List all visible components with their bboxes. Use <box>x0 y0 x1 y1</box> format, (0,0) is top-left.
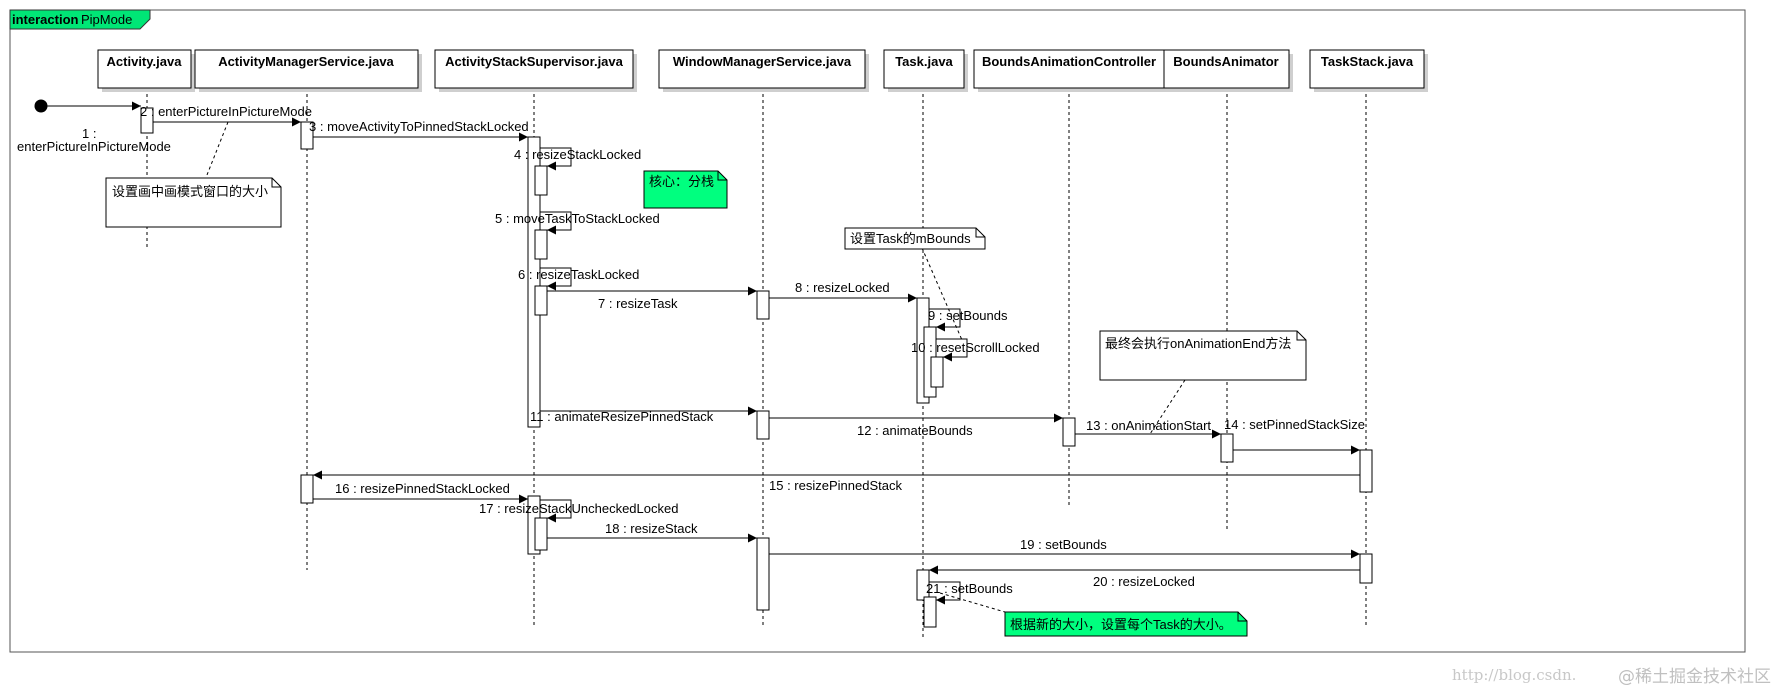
lifeline-label-wms: WindowManagerService.java <box>673 54 852 69</box>
label-m20: 20 : resizeLocked <box>1093 574 1195 589</box>
connector-n3 <box>921 247 963 341</box>
label-m11: 11 : animateResizePinnedStack <box>530 409 714 424</box>
label-m14: 14 : setPinnedStackSize <box>1224 417 1365 432</box>
note-n5: 根据新的大小，设置每个Task的大小。 <box>1004 611 1248 637</box>
activation-activity <box>140 107 154 134</box>
activation-ts-1 <box>1359 449 1373 493</box>
label-m13: 13 : onAnimationStart <box>1086 418 1211 433</box>
activation-ts-2 <box>1359 553 1373 584</box>
label-m18: 18 : resizeStack <box>605 521 698 536</box>
note-n1: 设置画中画模式窗口的大小 <box>105 177 282 228</box>
lifeline-heads <box>97 49 1428 92</box>
watermark-url: http://blog.csdn. <box>1452 666 1576 684</box>
activation-wms-1 <box>756 290 770 320</box>
activation-task-2 <box>916 569 930 601</box>
label-m12: 12 : animateBounds <box>857 423 973 438</box>
connector-n1 <box>204 121 229 181</box>
note-text-n2: 核心：分栈 <box>649 174 714 189</box>
activation-ass-resizeStack <box>534 165 548 196</box>
frame-tag <box>9 9 151 30</box>
lifeline-label-task: Task.java <box>895 54 953 69</box>
note-text-n4: 最终会执行onAnimationEnd方法 <box>1105 336 1291 351</box>
activation-ams-2 <box>300 474 314 504</box>
activation-wms-2 <box>756 410 770 440</box>
frame-keyword: interaction <box>12 12 79 27</box>
arrow-m17 <box>540 499 572 523</box>
activation-ass-moveTask <box>534 229 548 260</box>
lifeline-label-ba: BoundsAnimator <box>1173 54 1278 69</box>
arrow-m5 <box>540 211 572 235</box>
activation-ba <box>1220 433 1234 463</box>
label-m10: 10 : resetScrollLocked <box>911 340 1040 355</box>
label-m17: 17 : resizeStackUncheckedLocked <box>479 501 678 516</box>
interaction-frame <box>9 9 1746 653</box>
connector-n4 <box>1149 379 1186 435</box>
label-m3: 3 : moveActivityToPinnedStackLocked <box>309 119 529 134</box>
note-text-n5: 根据新的大小，设置每个Task的大小。 <box>1010 617 1232 632</box>
label-m7: 7 : resizeTask <box>598 296 678 311</box>
label-m8: 8 : resizeLocked <box>795 280 890 295</box>
activation-bac <box>1062 417 1076 447</box>
label-m15: 15 : resizePinnedStack <box>769 478 902 493</box>
activation-ass-main <box>527 136 541 428</box>
note-connectors <box>204 121 1186 613</box>
lifeline-label-ts: TaskStack.java <box>1321 54 1414 69</box>
label-m1: 1 : <box>82 126 96 141</box>
connector-n5 <box>939 592 1006 613</box>
arrow-m9 <box>929 308 961 332</box>
arrow-m4 <box>540 147 572 171</box>
note-n4: 最终会执行onAnimationEnd方法 <box>1099 330 1307 381</box>
watermark-brand: @稀土掘金技术社区 <box>1618 667 1771 687</box>
activation-ass-resizeUnchecked <box>534 517 548 551</box>
label-m2: 2 : enterPictureInPictureMode <box>140 104 312 119</box>
note-n2: 核心：分栈 <box>643 170 728 209</box>
arrow-m6 <box>540 267 572 291</box>
note-text-n1: 设置画中画模式窗口的大小 <box>112 184 268 199</box>
activation-ass-resizeTask <box>534 285 548 316</box>
note-text-n3: 设置Task的mBounds <box>850 231 971 246</box>
lifeline-label-ams: ActivityManagerService.java <box>218 54 394 69</box>
lifeline-label-activity: Activity.java <box>107 54 183 69</box>
lifeline-label-ass: ActivityStackSupervisor.java <box>445 54 624 69</box>
label-m19: 19 : setBounds <box>1020 537 1107 552</box>
arrow-m10 <box>936 338 968 362</box>
label-m9: 9 : setBounds <box>928 308 1008 323</box>
label-m5: 5 : moveTaskToStackLocked <box>495 211 660 226</box>
label-m1-name: enterPictureInPictureMode <box>17 139 171 154</box>
lifeline-label-bac: BoundsAnimationController <box>982 54 1156 69</box>
note-n3: 设置Task的mBounds <box>844 227 986 250</box>
activation-task-reset <box>930 356 944 388</box>
activations <box>140 107 1373 628</box>
label-m16: 16 : resizePinnedStackLocked <box>335 481 510 496</box>
label-m4: 4 : resizeStackLocked <box>514 147 641 162</box>
label-m6: 6 : resizeTaskLocked <box>518 267 639 282</box>
label-m21: 21 : setBounds <box>926 581 1013 596</box>
activation-wms-3 <box>756 537 770 611</box>
activation-ams-1 <box>300 121 314 150</box>
message-arrows <box>41 101 1360 605</box>
activation-task-setBounds-2 <box>923 596 937 628</box>
frame-name: PipMode <box>81 12 132 27</box>
arrow-m21 <box>929 581 961 605</box>
